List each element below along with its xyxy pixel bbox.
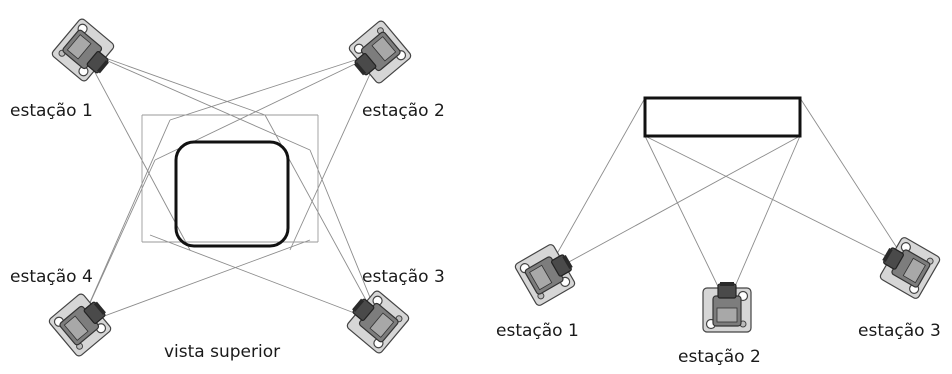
station-label: estação 1 (496, 321, 579, 341)
capture-volume-side (643, 96, 802, 138)
camera-icon (47, 288, 118, 359)
camera-icon (513, 239, 582, 308)
camera-icon (342, 18, 413, 89)
capture-volume-top (174, 140, 290, 248)
side-view: estação 1 estação 2 estação 3 (496, 96, 942, 367)
station-label: estação 2 (678, 347, 761, 367)
station-label: estação 4 (10, 267, 93, 287)
view-caption: vista superior (164, 342, 280, 362)
station-label: estação 2 (362, 101, 445, 121)
side-view-rays (544, 97, 911, 306)
camera-icon (702, 281, 752, 333)
top-view: estação 1 estação 2 estação 3 estação 4 … (10, 16, 445, 362)
station-label: estação 3 (858, 321, 941, 341)
station-label: estação 1 (10, 101, 93, 121)
station-label: estação 3 (362, 267, 445, 287)
camera-icon (340, 285, 411, 356)
top-view-rays (79, 49, 381, 326)
camera-icon (873, 232, 942, 301)
camera-icon (50, 16, 121, 87)
top-view-grid (141, 114, 319, 243)
